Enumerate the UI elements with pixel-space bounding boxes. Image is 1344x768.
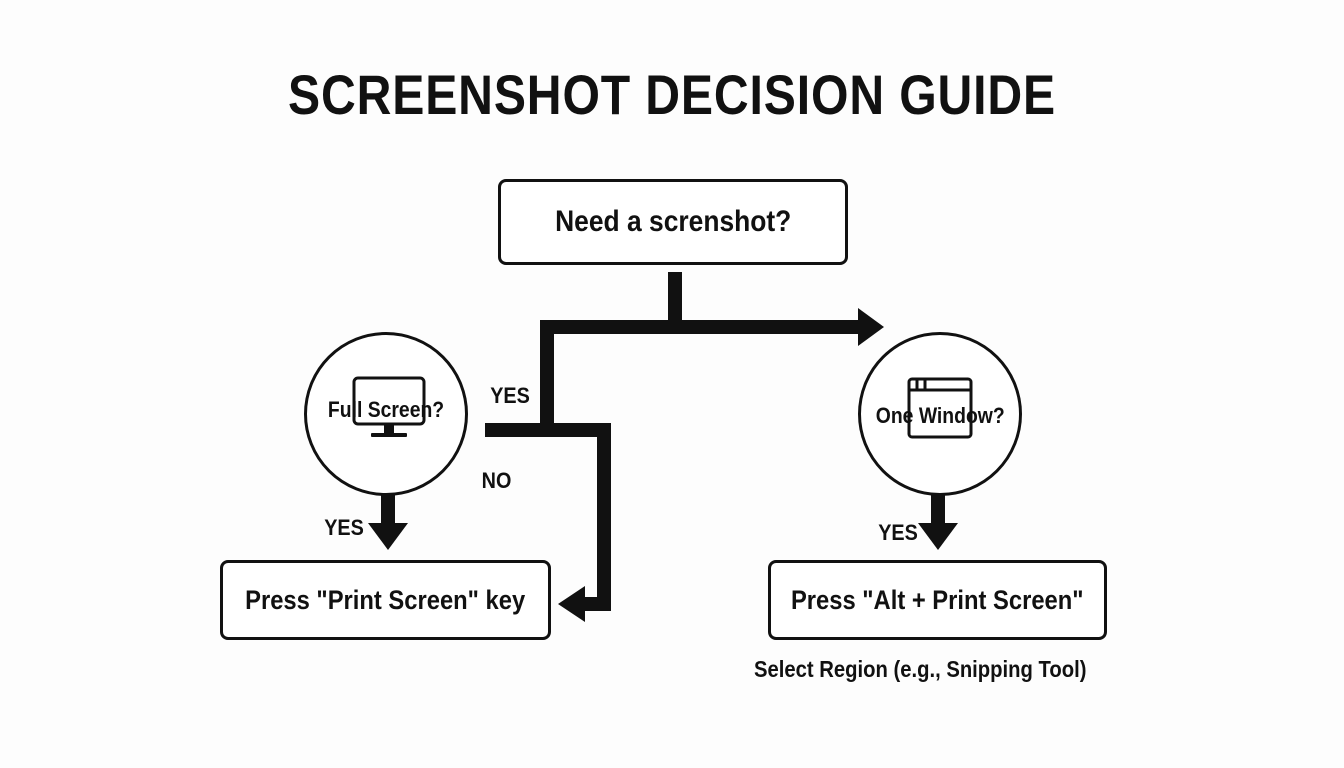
arrowhead-down-right bbox=[918, 523, 958, 550]
arrowhead-left bbox=[558, 586, 585, 622]
window-icon bbox=[907, 377, 973, 439]
decision-full-screen-label: Full Screen? bbox=[327, 397, 445, 422]
page-title: SCREENSHOT DECISION GUIDE bbox=[287, 63, 1057, 126]
action-alt-print-screen: Press "Alt + Print Screen" bbox=[768, 560, 1107, 640]
decision-one-window-label: One Window? bbox=[875, 403, 1005, 428]
start-node-label: Need a screnshot? bbox=[554, 205, 792, 238]
edge-label-yes-top: YES bbox=[490, 383, 530, 408]
action-alt-print-screen-label: Press "Alt + Print Screen" bbox=[791, 584, 1084, 615]
monitor-icon bbox=[352, 376, 426, 437]
start-node: Need a screnshot? bbox=[498, 179, 848, 265]
decision-full-screen: Full Screen? bbox=[304, 332, 468, 496]
edge-label-yes-right: YES bbox=[878, 520, 918, 545]
arrowhead-down-left bbox=[368, 523, 408, 550]
action-print-screen-label: Press "Print Screen" key bbox=[245, 584, 526, 615]
edge-label-no: NO bbox=[481, 468, 512, 493]
connector-no-path bbox=[485, 423, 611, 611]
decision-one-window: One Window? bbox=[858, 332, 1022, 496]
select-region-note: Select Region (e.g., Snipping Tool) bbox=[754, 656, 1087, 682]
edge-label-yes-left: YES bbox=[324, 515, 364, 540]
arrowhead-right bbox=[858, 308, 884, 346]
action-print-screen: Press "Print Screen" key bbox=[220, 560, 551, 640]
